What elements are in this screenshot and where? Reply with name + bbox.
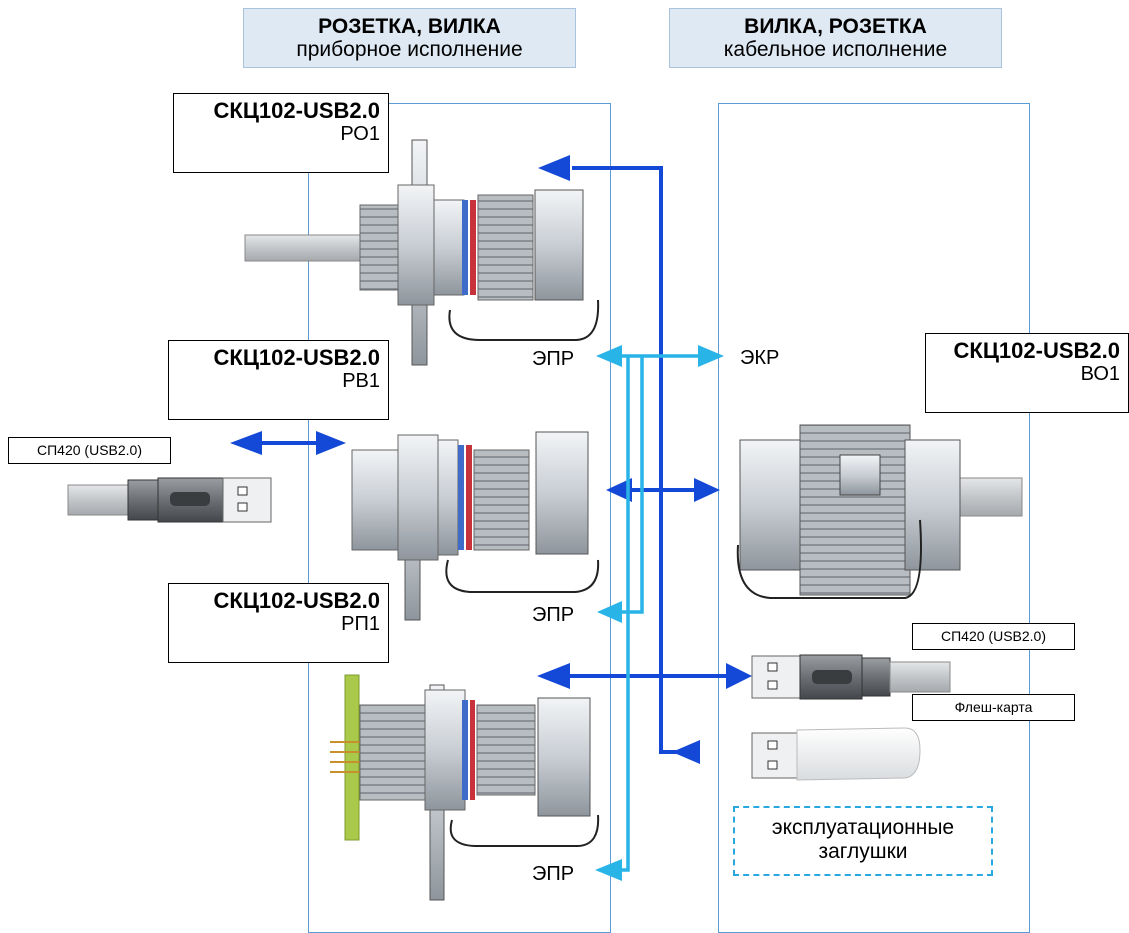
- label-rp1: СКЦ102-USB2.0 РП1: [168, 583, 389, 663]
- label-rv1-model: СКЦ102-USB2.0: [169, 345, 380, 370]
- label-vo1-code: ВО1: [926, 363, 1120, 385]
- connector-vo1-drawing: [738, 425, 1022, 598]
- connector-ro1-drawing: [245, 140, 598, 365]
- tag-ekr: ЭКР: [740, 347, 779, 369]
- label-flash: Флеш-карта: [912, 694, 1075, 721]
- caps-note-text: эксплуатационные заглушки: [763, 816, 963, 864]
- label-vo1-model: СКЦ102-USB2.0: [926, 338, 1120, 363]
- label-rp1-model: СКЦ102-USB2.0: [169, 588, 380, 613]
- label-ro1-code: РО1: [174, 123, 380, 145]
- tag-epr-1: ЭПР: [532, 348, 574, 370]
- flash-drive-drawing: [752, 728, 920, 780]
- tag-epr-2: ЭПР: [532, 604, 574, 626]
- label-rp1-code: РП1: [169, 613, 380, 635]
- label-vo1: СКЦ102-USB2.0 ВО1: [925, 333, 1129, 413]
- tag-epr-3: ЭПР: [532, 863, 574, 885]
- usb-cable-right-drawing: [752, 655, 950, 699]
- label-cable-right: СП420 (USB2.0): [912, 623, 1075, 650]
- label-rv1-code: РВ1: [169, 370, 380, 392]
- caps-note-box: эксплуатационные заглушки: [733, 806, 993, 876]
- label-ro1-model: СКЦ102-USB2.0: [174, 98, 380, 123]
- usb-cable-left-drawing: [68, 478, 271, 522]
- label-ro1: СКЦ102-USB2.0 РО1: [173, 93, 389, 173]
- label-rv1: СКЦ102-USB2.0 РВ1: [168, 340, 389, 420]
- label-cable-left: СП420 (USB2.0): [8, 437, 171, 464]
